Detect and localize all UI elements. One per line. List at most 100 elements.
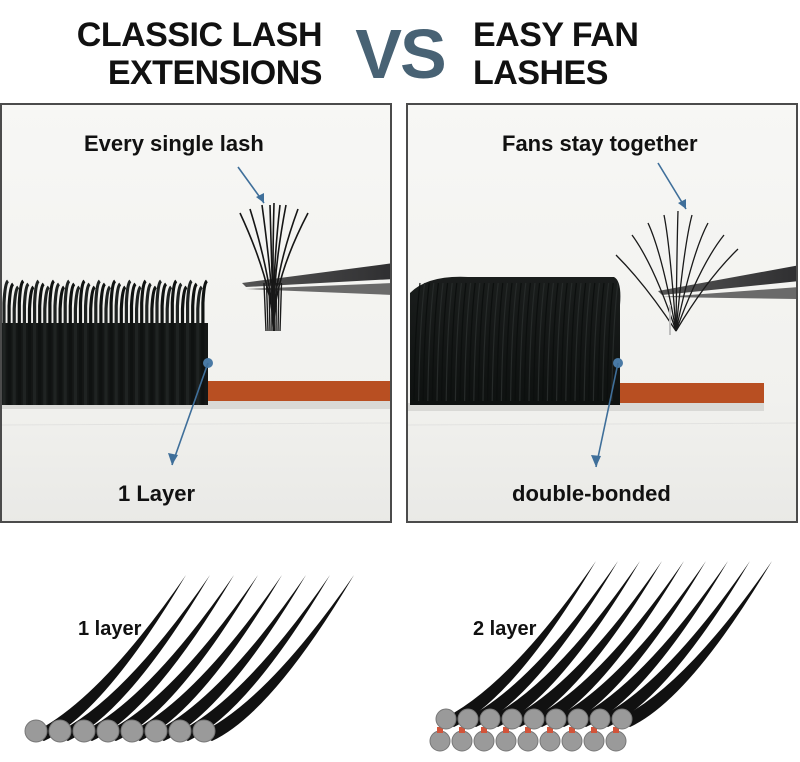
pointer-arrow-bottom [591, 455, 601, 467]
lash-strand [109, 279, 117, 405]
fan-strand [592, 282, 600, 402]
lash-strand [94, 279, 101, 405]
lash-strand [63, 279, 71, 405]
classic-lash-illustration [2, 105, 390, 521]
lash-end-upper [457, 708, 479, 730]
fan-strand [606, 282, 614, 402]
lash-strand [150, 285, 158, 405]
fan-strand [556, 282, 564, 402]
fan-strand [427, 282, 435, 402]
glue-bond [459, 727, 465, 733]
lash-strand [104, 285, 112, 405]
lash-end-upper [545, 708, 567, 730]
lash-fiber-lower [263, 282, 267, 332]
lash-strand [73, 285, 81, 405]
tweezer-lower-arm [662, 287, 796, 299]
lash-strand [17, 279, 25, 405]
lash-end [168, 719, 192, 743]
lash-strand [27, 285, 35, 405]
lash-end [192, 719, 216, 743]
lash-strand [196, 285, 203, 405]
two-layer-lash-diagram [429, 561, 772, 752]
lash-end-upper [523, 708, 545, 730]
classic-lash-photo-panel: Every single lash 1 Layer [0, 103, 392, 523]
fan-fiber [675, 248, 739, 332]
fan-strand [505, 282, 513, 402]
lash-strand [160, 282, 168, 405]
one-layer-lash-diagram [24, 575, 354, 743]
one-layer-label: 1 Layer [118, 481, 196, 506]
fan-strand [537, 282, 545, 402]
lash-strand [119, 285, 127, 405]
lash-fiber-lower [270, 282, 273, 332]
classic-lash-row [2, 279, 209, 405]
glue-bond [547, 727, 553, 733]
fans-stay-together-label: Fans stay together [502, 131, 698, 156]
lash-end-lower [583, 730, 605, 752]
easy-fan-photo-panel: Fans stay together double-bonded [406, 103, 798, 523]
pointer-arrow-top [256, 193, 264, 203]
lash-strand [186, 279, 193, 405]
lash-strand [170, 279, 178, 405]
lash-strand [78, 279, 86, 405]
fan-strand [565, 282, 573, 402]
lash-strand [191, 282, 198, 405]
lash-end-upper [611, 708, 633, 730]
fan-strand [583, 282, 591, 402]
fan-strand [464, 282, 472, 402]
easy-fan-title: EASY FAN LASHES [473, 16, 773, 92]
vs-label: VS [355, 15, 446, 93]
lash-strand [2, 279, 10, 405]
fan-fiber [675, 222, 709, 332]
fan-strand [611, 282, 619, 402]
fan-strand [413, 282, 421, 402]
lash-end-upper [589, 708, 611, 730]
pointer-line-top [657, 162, 687, 210]
fan-strand [482, 282, 490, 402]
fan-strand [533, 282, 541, 402]
classic-title-line2: EXTENSIONS [107, 54, 323, 92]
fan-strand [560, 282, 568, 402]
pointer-line-bottom [171, 362, 209, 466]
fan-strand [441, 282, 449, 402]
lash-strand [53, 282, 61, 405]
lash-end-upper [501, 708, 523, 730]
fan-fiber [675, 214, 693, 332]
glue-bond [591, 727, 597, 733]
pointer-arrow-top [678, 199, 686, 209]
fan-strand [597, 282, 605, 402]
easy-fan-title-line1: EASY FAN [473, 16, 639, 54]
fan-fiber [631, 234, 677, 332]
fan-strand [477, 282, 485, 402]
lash-end-lower [539, 730, 561, 752]
fan-strand [519, 282, 527, 402]
lash-strand [33, 279, 40, 405]
fan-strand [445, 282, 453, 402]
fan-strand [422, 282, 430, 402]
every-single-lash-label: Every single lash [84, 131, 264, 156]
two-layer-diagram-label: 2 layer [473, 618, 537, 640]
lash-strand [140, 279, 147, 405]
lash-strand [165, 285, 173, 405]
fan-fiber [675, 234, 725, 332]
fan-fiber [647, 222, 677, 332]
one-layer-diagram-label: 1 layer [78, 618, 142, 640]
fan-strand [500, 282, 508, 402]
lash-end-upper [567, 708, 589, 730]
lash-fiber-lower [277, 282, 280, 332]
fan-strand [579, 282, 587, 402]
tweezer [658, 265, 796, 295]
glue-bond [481, 727, 487, 733]
fan-strand [510, 282, 518, 402]
lash-strand [114, 282, 122, 405]
easy-fan-illustration [408, 105, 796, 521]
fan-strand [514, 282, 522, 402]
fan-strand [551, 282, 559, 402]
lash-strand [124, 279, 132, 405]
lash-strand [12, 285, 20, 405]
fan-strand [496, 282, 504, 402]
lash-strand [68, 282, 76, 405]
lash-end-upper [435, 708, 457, 730]
fan-strand [450, 282, 458, 402]
lash-strand [22, 282, 30, 405]
